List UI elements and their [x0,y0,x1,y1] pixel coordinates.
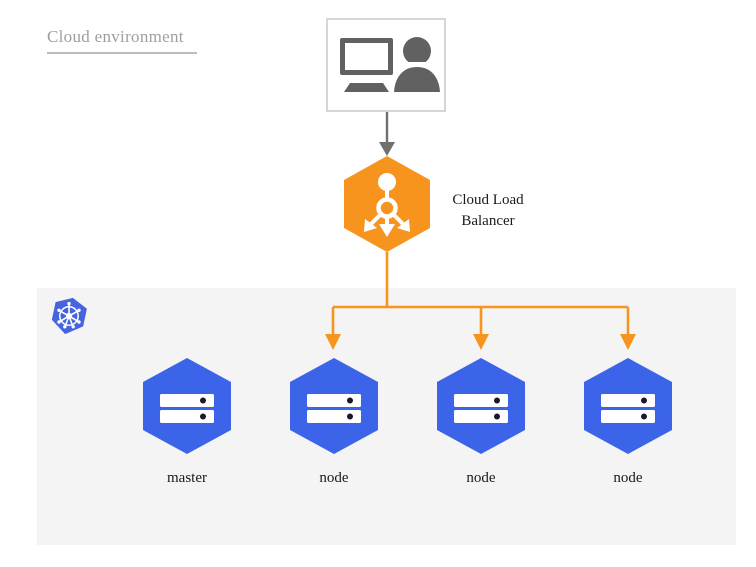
kubernetes-helm-wheel-icon [49,296,89,336]
page-title: Cloud environment [47,27,184,46]
node-hexagon-2[interactable] [437,358,525,454]
node-hexagon-3[interactable] [584,358,672,454]
cloud-load-balancer-hexagon[interactable] [344,156,430,252]
server-rack-icon [307,394,361,423]
node-hexagon-1[interactable] [290,358,378,454]
server-rack-icon [454,394,508,423]
lb-label-line1: Cloud Load [452,192,524,208]
user-person-icon [394,37,440,92]
lb-label-line2: Balancer [461,213,515,229]
cloud-load-balancer-label: Cloud Load Balancer [440,190,536,232]
server-rack-icon [160,394,214,423]
node-label-master: master [167,470,207,486]
node-label-2: node [466,470,496,486]
client-device-box [326,18,446,112]
title-underline [47,52,197,54]
server-rack-icon [601,394,655,423]
node-label-1: node [319,470,349,486]
node-hexagon-master[interactable] [143,358,231,454]
node-label-3: node [613,470,643,486]
desktop-monitor-icon [340,38,393,92]
